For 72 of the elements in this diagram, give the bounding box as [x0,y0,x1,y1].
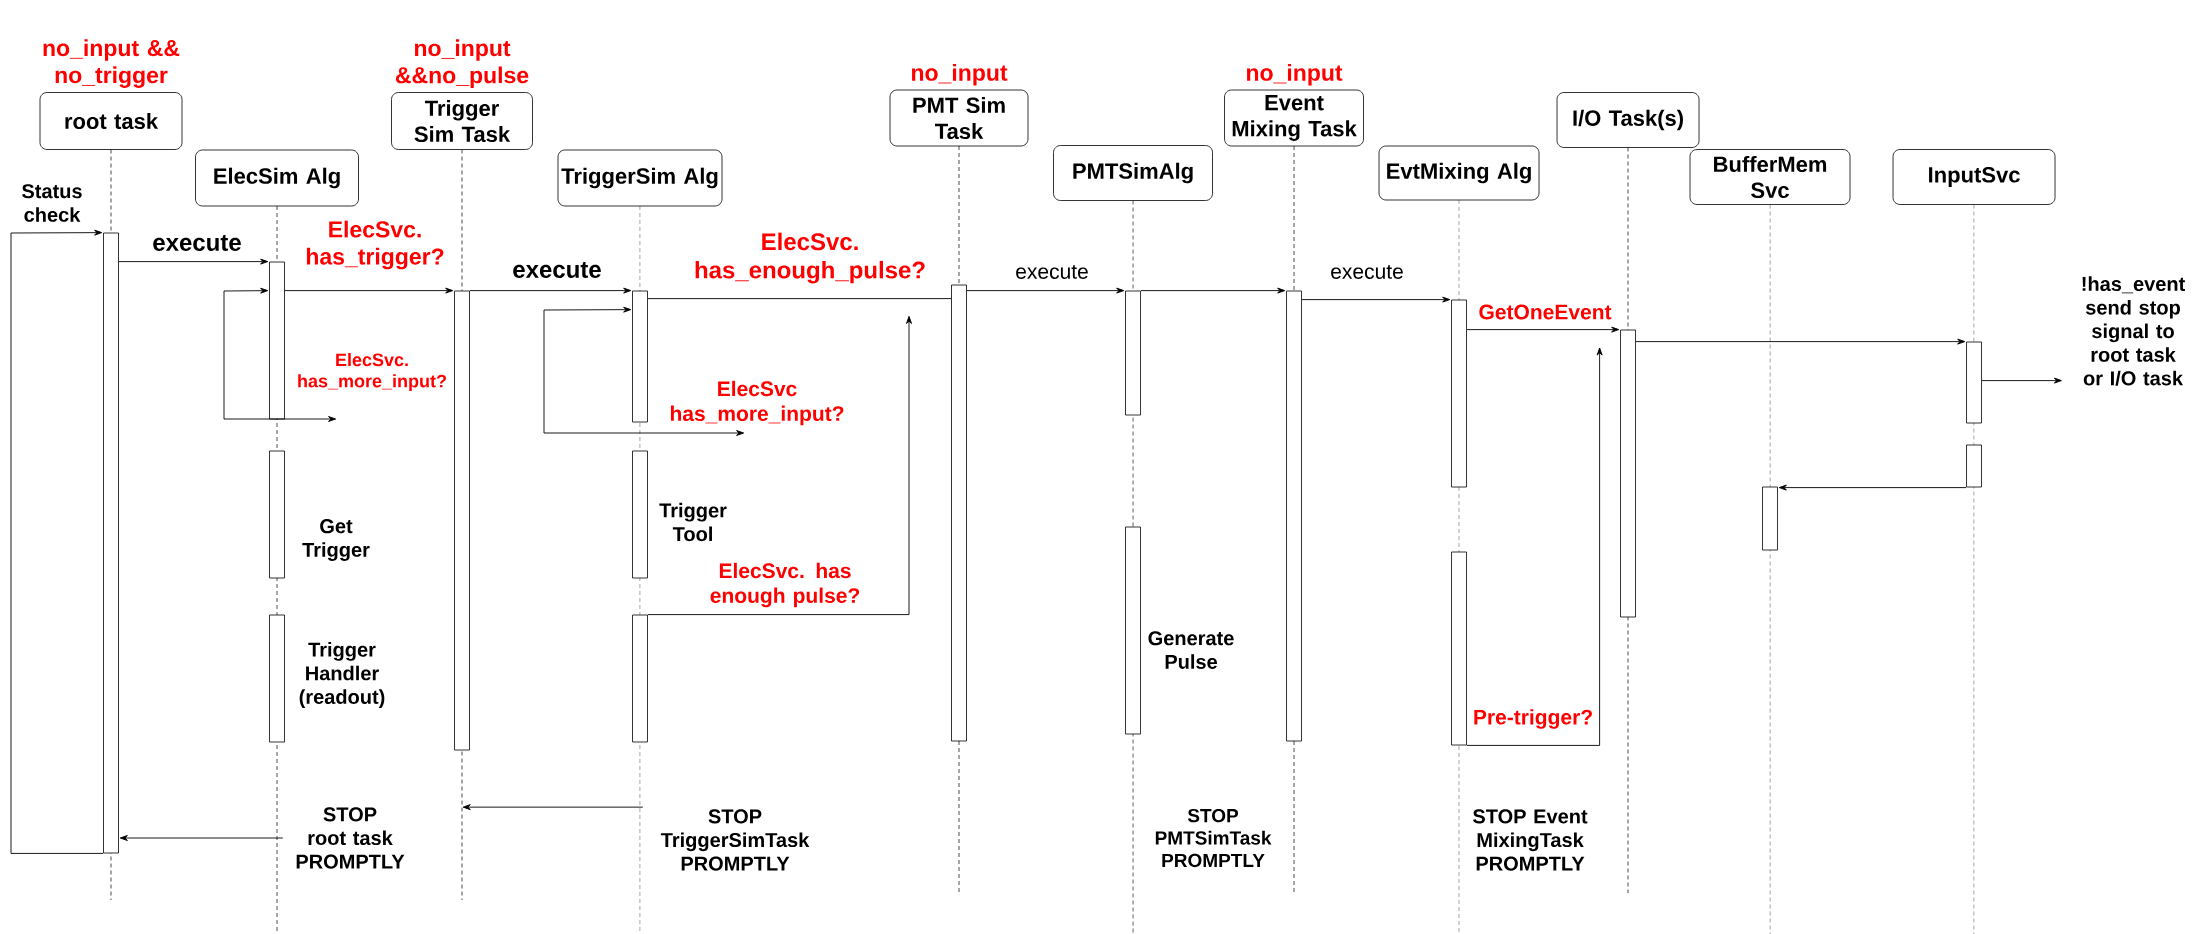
arrow [1981,377,2062,384]
lifeline-box: root task [39,92,183,150]
activation-bar [1966,444,1982,488]
activation-bar [1286,290,1302,742]
lifeline-box: Trigger Sim Task [391,92,533,150]
arrow [462,804,644,811]
lifeline-box: TriggerSim Alg [557,149,723,207]
activation-bar [632,450,648,579]
line [647,298,952,300]
activation-bar [1620,329,1636,618]
arrow [1140,287,1286,294]
activation-bar [951,284,967,742]
edge-label: ElecSvc has_more_input? [670,380,844,426]
condition-label: no_input [912,63,1008,86]
arrow [1778,484,1967,491]
edge-label: execute [513,262,601,278]
edge-label: GetOneEvent [1479,304,1612,320]
activation-bar [632,290,648,423]
arrow [1466,347,1603,746]
lifeline-box: EvtMixing Alg [1378,145,1540,201]
activation-bar [1966,341,1982,424]
step-label: Get Trigger [302,519,370,561]
condition-label: no_input && no_trigger [43,39,180,88]
arrow [543,306,745,436]
edge-label: execute [153,235,241,251]
lifeline-box: I/O Task(s) [1556,92,1700,148]
arrow [647,315,912,616]
lifeline-box: BufferMem Svc [1689,149,1851,205]
activation-bar [1451,299,1467,488]
note-text: STOP TriggerSimTask PROMPTLY [660,809,810,871]
edge-label: Pre-trigger? [1474,709,1592,729]
step-label: Trigger Handler (readout) [299,642,385,708]
arrow [966,287,1125,294]
edge-label: ElecSvc. has_more_input? [298,353,446,391]
lifeline-box: PMT Sim Task [889,89,1029,147]
activation-bar [1762,486,1778,551]
note-text: STOP root task PROMPTLY [296,807,405,869]
arrow [1635,338,1966,345]
edge-label: Status check [22,184,82,222]
arrow [118,258,269,265]
activation-bar [269,450,285,579]
arrow [284,287,454,294]
arrow [119,835,284,841]
activation-bar [269,614,285,743]
activation-bar [269,261,285,420]
edge-label: ElecSvc. has_enough_pulse? [695,232,925,284]
activation-bar [1451,551,1467,746]
stop-label: STOP Event MixingTask PROMPTLY [1473,809,1588,871]
lifeline-box: InputSvc [1892,149,2056,205]
arrow [1466,326,1620,333]
arrow [469,287,632,294]
edge-label: ElecSvc. has enough pulse? [710,562,860,608]
activation-bar [1125,526,1141,735]
step-label: Trigger Tool [659,502,727,542]
loop-arrow [10,229,104,854]
arrow [1301,296,1451,303]
activation-bar [103,232,119,854]
activation-bar [454,290,470,751]
condition-label: no_input &&no_pulse [395,39,529,88]
edge-label: execute [1331,265,1403,279]
edge-label: ElecSvc. has_trigger? [306,220,444,270]
lifeline-box: Event Mixing Task [1224,89,1364,147]
activation-bar [1125,290,1141,416]
arrow [223,287,337,422]
lifeline-box: PMTSimAlg [1053,145,1213,201]
lifeline-box: ElecSim Alg [195,149,359,207]
note-text: !has_event send stop signal to root task or I/O task [2082,276,2185,386]
step-label: Generate Pulse [1148,631,1234,669]
stop-label: STOP PMTSimTask PROMPTLY [1155,808,1272,868]
condition-label: no_input [1247,63,1343,86]
edge-label: execute [1016,265,1088,279]
activation-bar [632,614,648,743]
